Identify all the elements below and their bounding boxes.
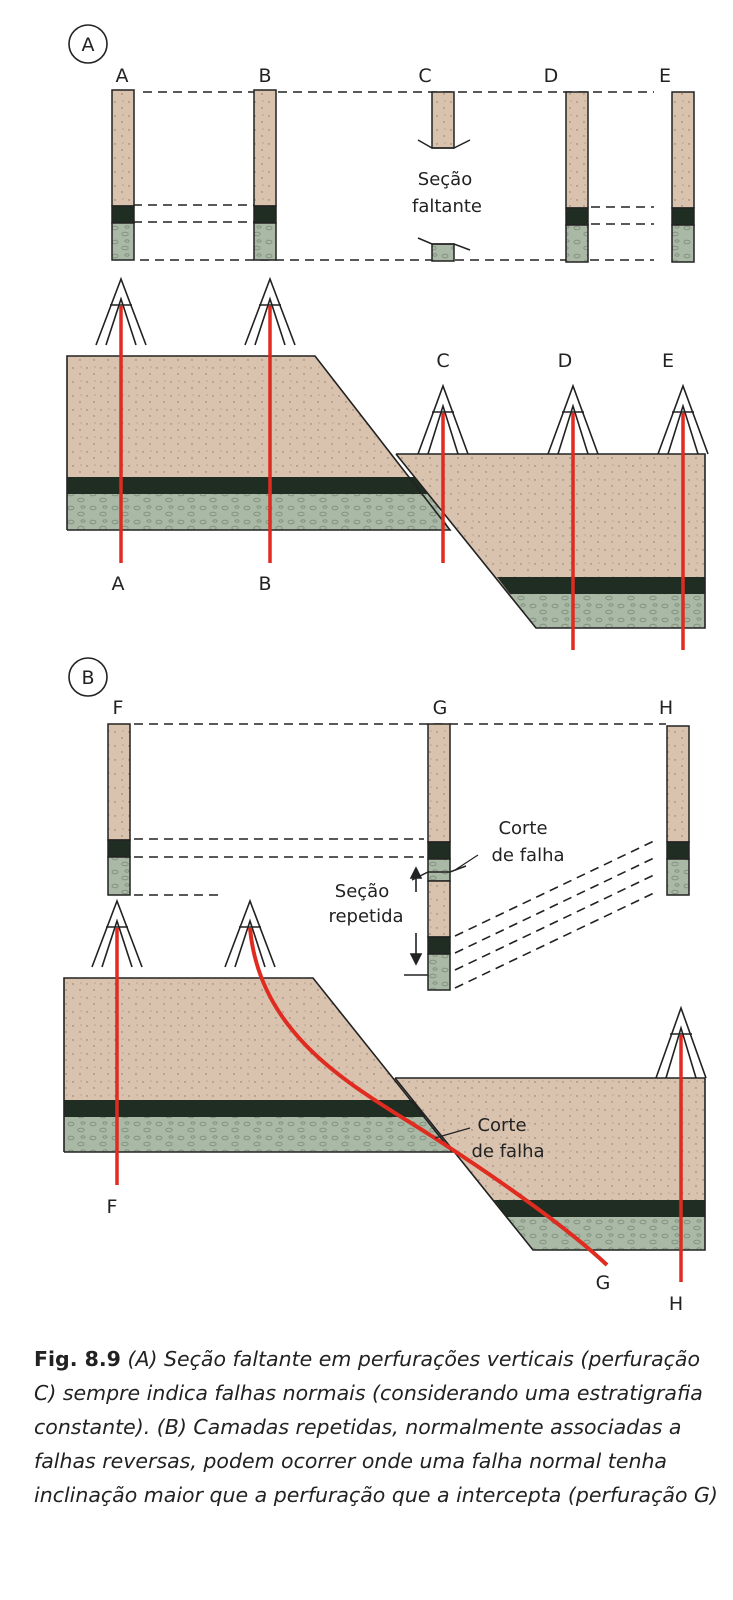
well-label-d-top: D — [544, 65, 559, 87]
drill-rig-a — [95, 276, 147, 346]
column-b — [253, 89, 277, 261]
correlation-line-gh-4 — [454, 892, 655, 989]
correlation-line-gh-1 — [454, 840, 655, 937]
repeated-section-label-line1: Seção — [335, 881, 389, 902]
well-label-h-bottom: H — [669, 1293, 683, 1315]
well-label-g-top: G — [433, 697, 448, 719]
panel-a: A A B C D E Seção — [66, 24, 709, 650]
missing-section-label-line2: faltante — [412, 196, 482, 217]
rig-label-e: E — [662, 350, 674, 372]
footwall-block-b — [63, 977, 454, 1153]
well-label-a-bottom: A — [112, 573, 125, 595]
fault-cut-label-bottom-line2: de falha — [471, 1141, 544, 1162]
borehole-g-deviated — [248, 927, 609, 1267]
fault-cut-label-top-line2: de falha — [491, 845, 564, 866]
panel-b: B F G H — [63, 657, 707, 1315]
panel-b-badge-circle — [68, 657, 108, 697]
fault-cut-leader-top — [454, 854, 479, 871]
drill-rig-h — [655, 1005, 707, 1079]
correlation-line-gh-3 — [454, 874, 655, 971]
drill-rig-e — [657, 383, 709, 455]
column-d — [565, 91, 589, 263]
caption-text: (A) Seção faltante em perfurações vertic… — [34, 1347, 718, 1507]
well-label-g-bottom: G — [596, 1272, 611, 1294]
panel-a-badge: A — [82, 34, 95, 56]
column-f — [107, 723, 131, 896]
figure-caption: Fig. 8.9 (A) Seção faltante em perfuraçõ… — [34, 1342, 724, 1512]
column-e — [671, 91, 695, 263]
drill-rig-c — [417, 383, 469, 455]
correlation-line-gh-2 — [454, 857, 655, 954]
drill-rig-f — [91, 898, 143, 968]
column-g — [404, 723, 467, 991]
well-label-c-top: C — [418, 65, 431, 87]
missing-section-label-line1: Seção — [418, 169, 472, 190]
well-label-b-top: B — [258, 65, 271, 87]
caption-number: Fig. 8.9 — [34, 1347, 121, 1371]
well-label-h-top: H — [659, 697, 673, 719]
drill-rig-b — [244, 276, 296, 346]
hangingwall-block-b — [394, 1077, 706, 1251]
well-label-f-top: F — [113, 697, 124, 719]
repeated-section-arrows — [409, 866, 423, 966]
well-label-a-top: A — [116, 65, 129, 87]
rig-label-c: C — [436, 350, 449, 372]
fault-cut-label-bottom-line1: Corte — [477, 1115, 526, 1136]
column-a — [111, 89, 135, 261]
panel-b-badge: B — [81, 667, 94, 689]
well-label-e-top: E — [659, 65, 671, 87]
drill-rig-d — [547, 383, 599, 455]
column-c — [417, 91, 471, 262]
drill-rig-g — [224, 898, 276, 968]
hangingwall-block-a — [395, 453, 706, 629]
column-h — [666, 725, 690, 896]
repeated-section-label-line2: repetida — [328, 906, 403, 927]
footwall-block-a — [66, 355, 452, 531]
rig-label-d: D — [558, 350, 573, 372]
well-label-f-bottom: F — [107, 1196, 118, 1218]
fault-diagram: A A B C D E Seção — [63, 24, 709, 1315]
fault-cut-label-top-line1: Corte — [498, 818, 547, 839]
well-label-b-bottom: B — [258, 573, 271, 595]
panel-a-badge-circle — [68, 24, 108, 64]
fault-cut-leader-bottom — [434, 1127, 471, 1139]
